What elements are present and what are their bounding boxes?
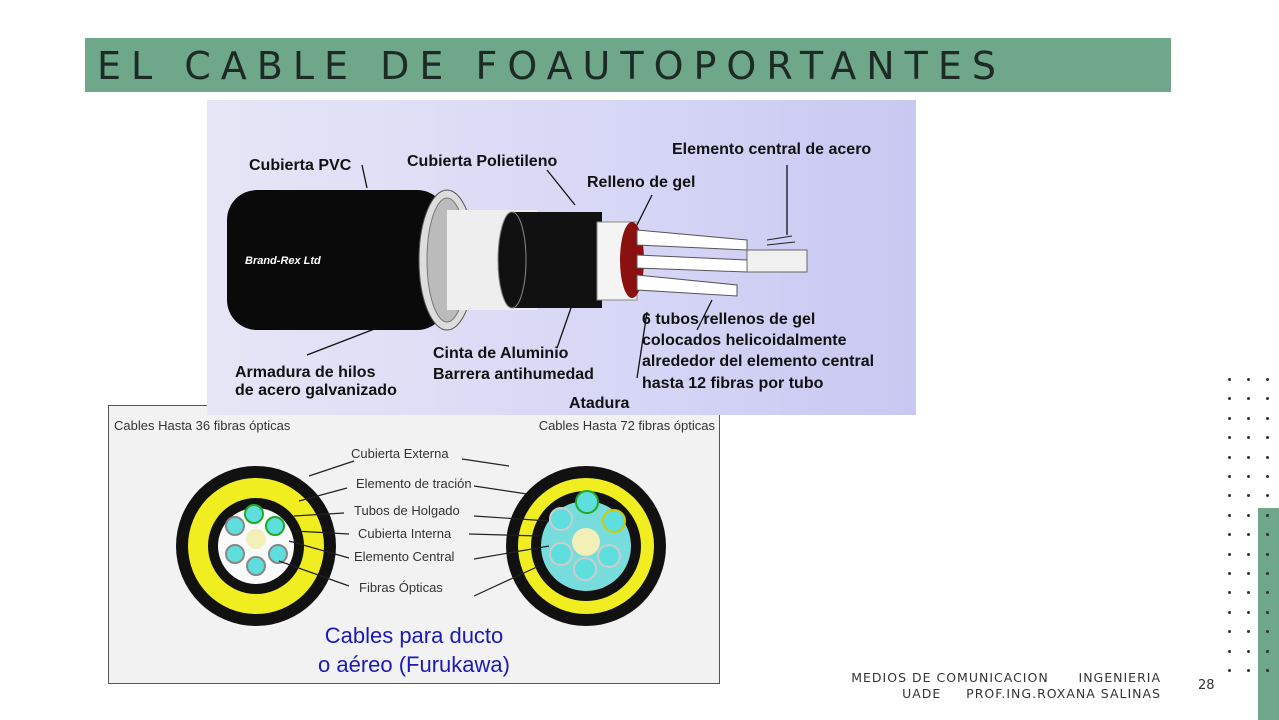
- dot: [1228, 533, 1231, 537]
- label-armadura-2: de acero galvanizado: [235, 382, 397, 399]
- title-bar: EL CABLE DE FOAUTOPORTANTES: [85, 38, 1171, 92]
- slide-title: EL CABLE DE FOAUTOPORTANTES: [97, 44, 1006, 88]
- label-aluminio-2: Barrera antihumedad: [433, 366, 594, 383]
- label-tubos-4: hasta 12 fibras por tubo: [642, 375, 824, 392]
- left-caption: Cables Hasta 36 fibras ópticas: [114, 418, 291, 433]
- furukawa-title: Cables para ducto o aéreo (Furukawa): [109, 621, 719, 679]
- label-aluminio-1: Cinta de Aluminio: [433, 345, 569, 362]
- dot: [1247, 669, 1250, 672]
- label-cubierta-externa: Cubierta Externa: [351, 446, 449, 461]
- cable-cross-section-image: Brand-Rex Ltd Cubierta PVC Cubierta Poli…: [207, 100, 916, 415]
- dot: [1228, 649, 1231, 653]
- dot: [1228, 513, 1231, 517]
- label-gel: Relleno de gel: [587, 174, 696, 191]
- dot: [1228, 669, 1231, 672]
- dot: [1228, 455, 1231, 459]
- dot: [1247, 436, 1250, 440]
- footer: MEDIOS DE COMUNICACION INGENIERIA UADE P…: [851, 670, 1161, 702]
- dot: [1266, 533, 1269, 537]
- dot: [1266, 572, 1269, 575]
- dot: [1228, 610, 1231, 614]
- dot: [1247, 630, 1250, 634]
- brand-label: Brand-Rex Ltd: [245, 255, 321, 267]
- furukawa-title-line2: o aéreo (Furukawa): [318, 652, 510, 677]
- dot: [1266, 630, 1269, 634]
- decorative-green-strip: [1258, 508, 1279, 720]
- label-elemento-tracion: Elemento de tración: [356, 476, 472, 491]
- label-pvc: Cubierta PVC: [249, 157, 352, 174]
- footer-line1: MEDIOS DE COMUNICACION INGENIERIA: [851, 670, 1161, 685]
- label-fibras-opticas: Fibras Ópticas: [359, 580, 443, 595]
- furukawa-drawing: [176, 458, 666, 626]
- footer-line2: UADE PROF.ING.ROXANA SALINAS: [902, 686, 1161, 701]
- dot: [1247, 397, 1250, 401]
- label-armadura-1: Armadura de hilos: [235, 364, 376, 381]
- label-polietileno: Cubierta Polietileno: [407, 153, 558, 170]
- furukawa-cable-image: Cables Hasta 36 fibras ópticas Cables Ha…: [108, 405, 720, 684]
- dot: [1228, 475, 1231, 478]
- dot: [1266, 591, 1269, 595]
- page-number: 28: [1198, 678, 1215, 693]
- label-tubos-3: alrededor del elemento central: [642, 353, 875, 370]
- dot: [1247, 455, 1250, 459]
- right-caption: Cables Hasta 72 fibras ópticas: [538, 418, 715, 433]
- dot: [1228, 494, 1231, 498]
- dot: [1266, 378, 1269, 381]
- dot: [1228, 397, 1231, 401]
- cable-drawing: [227, 164, 808, 379]
- dot: [1228, 378, 1231, 381]
- dot: [1228, 552, 1231, 556]
- label-tubos-2: colocados helicoidalmente: [642, 332, 847, 349]
- dot: [1247, 552, 1250, 556]
- label-atadura: Atadura: [569, 395, 630, 412]
- label-central: Elemento central de acero: [672, 141, 872, 158]
- dot: [1247, 513, 1250, 517]
- dot: [1247, 475, 1250, 478]
- dot: [1228, 416, 1231, 420]
- dot: [1266, 669, 1269, 672]
- label-tubos-1: 6 tubos rellenos de gel: [642, 311, 816, 328]
- dot: [1266, 552, 1269, 556]
- dot: [1247, 378, 1250, 381]
- dot: [1228, 630, 1231, 634]
- dot: [1228, 436, 1231, 440]
- dot: [1247, 591, 1250, 595]
- dot: [1247, 494, 1250, 498]
- dot: [1266, 455, 1269, 459]
- dot: [1266, 416, 1269, 420]
- furukawa-title-line1: Cables para ducto: [324, 623, 504, 648]
- label-elemento-central: Elemento Central: [354, 549, 455, 564]
- label-tubos-holgado: Tubos de Holgado: [354, 503, 460, 518]
- dot: [1266, 436, 1269, 440]
- dot: [1266, 494, 1269, 498]
- dot: [1247, 572, 1250, 575]
- dot: [1266, 475, 1269, 478]
- dot: [1266, 513, 1269, 517]
- dot: [1266, 610, 1269, 614]
- dot: [1228, 591, 1231, 595]
- dot: [1266, 397, 1269, 401]
- dot: [1266, 649, 1269, 653]
- dot: [1247, 649, 1250, 653]
- dot: [1228, 572, 1231, 575]
- dot: [1247, 610, 1250, 614]
- label-cubierta-interna: Cubierta Interna: [358, 526, 452, 541]
- dot: [1247, 533, 1250, 537]
- dot: [1247, 416, 1250, 420]
